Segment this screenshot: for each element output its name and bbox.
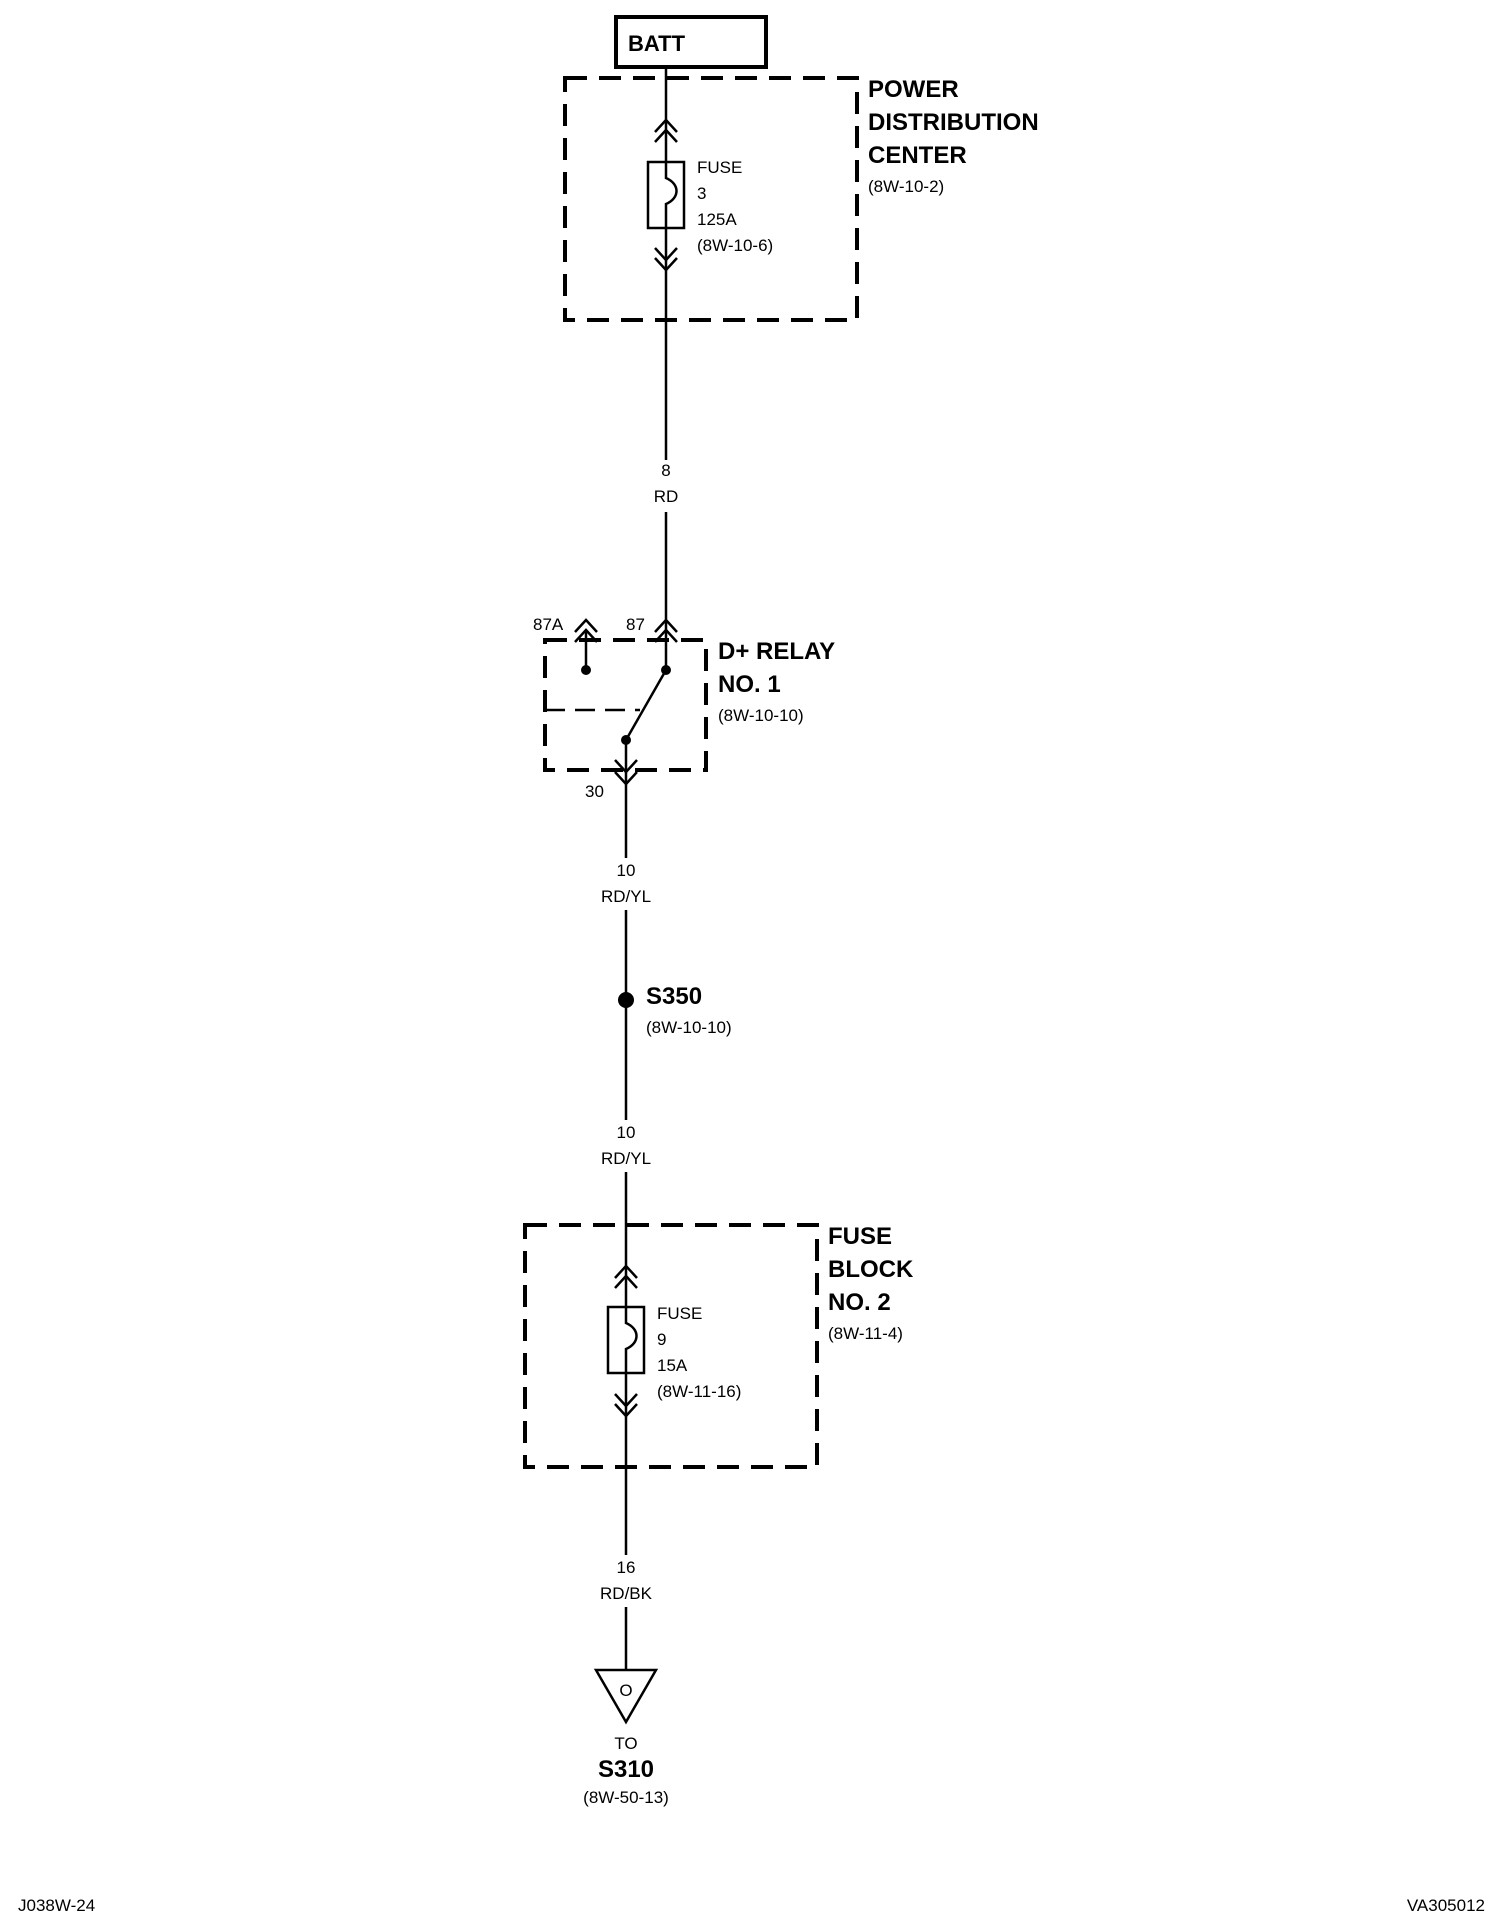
fuse-block-name-line-2: BLOCK [828,1256,914,1283]
connector-ref: (8W-50-13) [583,1788,669,1807]
connector-name: S310 [598,1756,654,1783]
pdc-name-line-1: POWER [868,76,959,103]
pin87-connector [654,618,678,633]
pin87-connector-2 [654,628,678,643]
fuse3-top-connector-2 [654,128,678,143]
fuse3-bottom-connector-2 [654,257,678,272]
pin30-connector [614,759,638,774]
wire3-label-bg [596,1120,656,1172]
pdc-outline [563,76,859,322]
connector-to: TO [614,1734,637,1753]
wire4-color: RD/BK [600,1584,653,1603]
wire3-gauge: 10 [617,1123,636,1142]
fuse3-element [664,162,678,228]
wire2-gauge: 10 [617,861,636,880]
fuse-block-ref: (8W-11-4) [828,1324,903,1343]
wire1-gauge: 8 [661,461,670,480]
wire2-label-bg [596,858,656,910]
fuse9-bottom-connector-2 [614,1403,638,1418]
relay-name-line-1: D+ RELAY [718,638,835,665]
fuse3-top-connector [654,118,678,133]
footer-right-code: VA305012 [1407,1896,1485,1915]
fuse-block-name-line-3: NO. 2 [828,1289,891,1316]
fuse9-line-4: (8W-11-16) [657,1382,741,1401]
pdc-ref: (8W-10-2) [868,177,944,196]
fuse9-line-3: 15A [657,1356,688,1375]
connector-symbol: O [619,1681,632,1700]
batt-label: BATT [628,31,686,56]
fuse3-line-4: (8W-10-6) [697,236,773,255]
fuse9-line-2: 9 [657,1330,666,1349]
wire2-color: RD/YL [601,887,651,906]
connector-triangle [593,1668,659,1725]
splice-name: S350 [646,983,702,1010]
fuse9-element [624,1307,638,1373]
pin87a-contact [581,665,591,675]
fuse-block-name-line-1: FUSE [828,1223,892,1250]
pin30-connector-2 [614,771,638,786]
fuse-block-outline [523,1223,819,1469]
fuse9-bottom-connector [614,1393,638,1408]
wire4-label-bg [596,1555,656,1607]
relay-name-line-2: NO. 1 [718,671,781,698]
batt-box [614,15,768,69]
fuse9-top-connector [614,1264,638,1279]
relay-pin-87a: 87A [533,615,564,634]
fuse3-line-3: 125A [697,210,737,229]
relay-pin-87: 87 [626,615,645,634]
fuse3-line-2: 3 [697,184,706,203]
fuse3-bottom-connector [654,247,678,262]
wire3-color: RD/YL [601,1149,651,1168]
pdc-name-line-3: CENTER [868,142,967,169]
relay-outline [543,638,708,772]
fuse3-line-1: FUSE [697,158,742,177]
splice-ref: (8W-10-10) [646,1018,732,1037]
footer-left-code: J038W-24 [18,1896,95,1915]
relay-ref: (8W-10-10) [718,706,804,725]
pdc-name-line-2: DISTRIBUTION [868,109,1039,136]
fuse9-line-1: FUSE [657,1304,702,1323]
pin87a-connector [574,618,598,633]
wire4-gauge: 16 [617,1558,636,1577]
fuse9-top-connector-2 [614,1274,638,1289]
relay-switch-arm [624,669,668,741]
wire1-color: RD [654,487,679,506]
relay-pin-30: 30 [585,782,604,801]
